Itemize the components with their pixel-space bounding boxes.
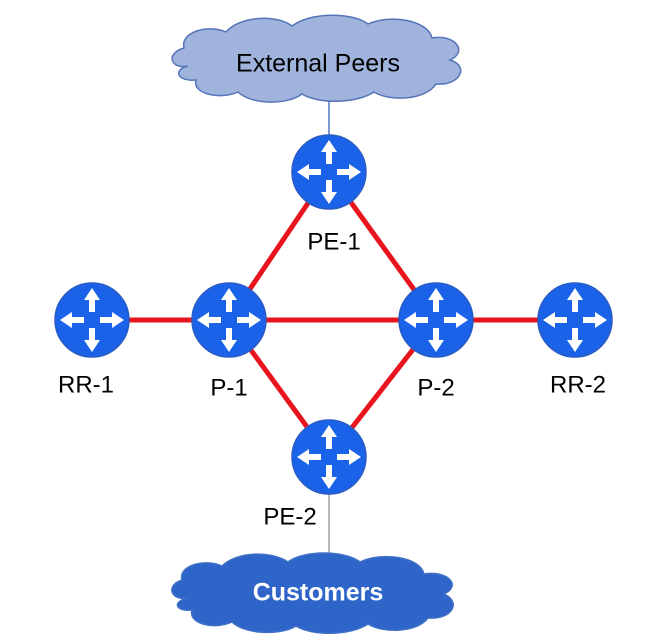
router-p2: P-2 (398, 282, 474, 401)
router-p1: P-1 (191, 282, 267, 401)
router-label-pe1: PE-1 (307, 228, 360, 255)
router-label-p1: P-1 (210, 374, 247, 401)
routers-layer: PE-1RR-1 P-1 P-2 RR-2PE-2 (54, 134, 613, 530)
router-rr1: RR-1 (54, 282, 130, 398)
router-label-rr1: RR-1 (58, 371, 114, 398)
router-icon (54, 282, 130, 358)
router-rr2: RR-2 (537, 282, 613, 398)
router-pe2: PE-2 (263, 419, 367, 530)
cloud-customers-label: Customers (253, 579, 384, 607)
router-label-p2: P-2 (417, 374, 454, 401)
router-icon (191, 282, 267, 358)
router-label-pe2: PE-2 (263, 503, 316, 530)
cloud-external-peers-label: External Peers (236, 50, 400, 78)
router-pe1: PE-1 (291, 134, 367, 255)
router-icon (291, 419, 367, 495)
cloud-external-peers: External Peers (171, 14, 462, 103)
router-icon (537, 282, 613, 358)
cloud-customers: Customers (171, 552, 454, 634)
cloud-icon (171, 552, 454, 634)
cloud-icon (171, 14, 462, 103)
router-icon (398, 282, 474, 358)
router-icon (291, 134, 367, 210)
router-label-rr2: RR-2 (550, 371, 606, 398)
